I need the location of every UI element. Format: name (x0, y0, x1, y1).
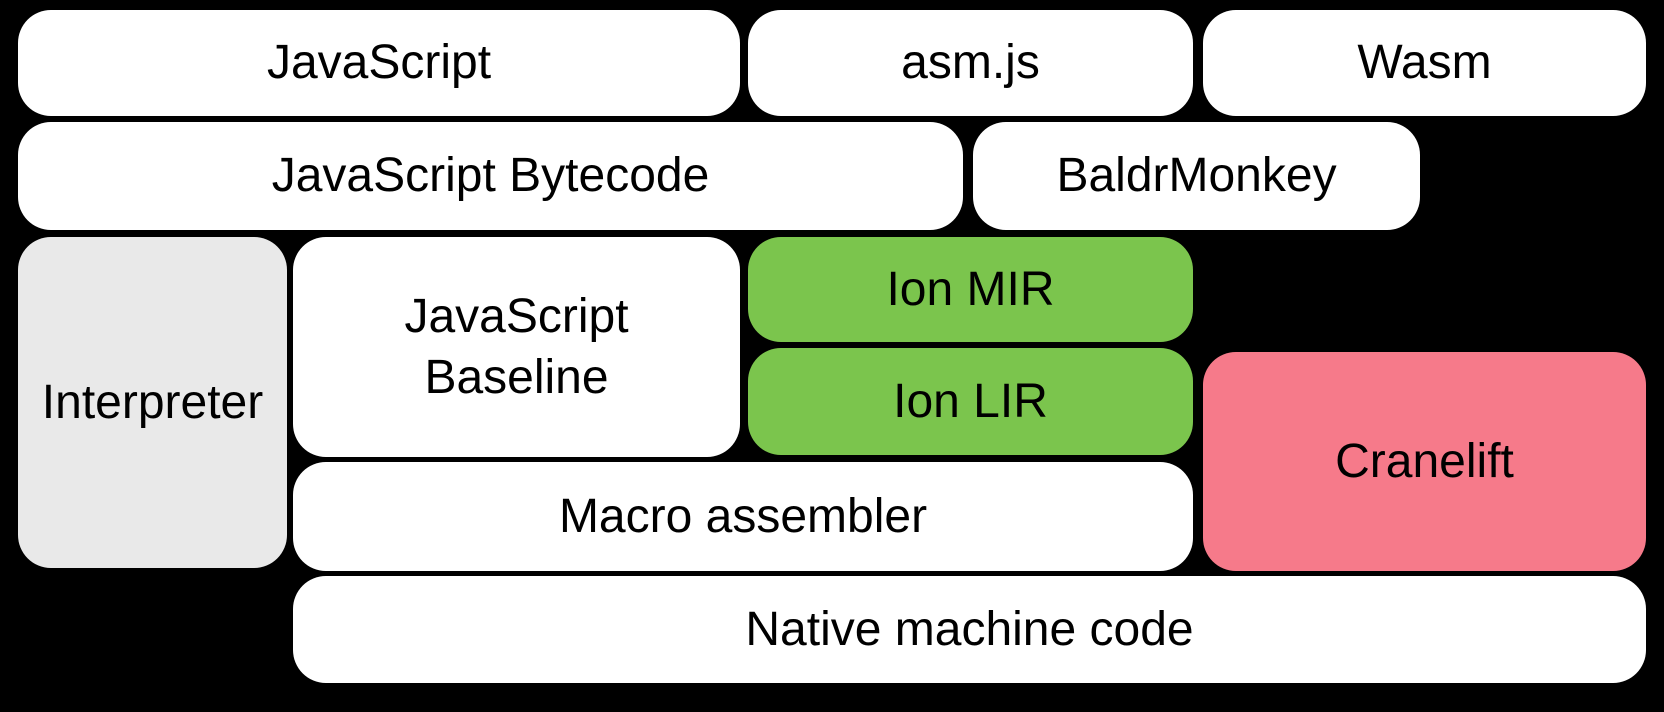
box-wasm: Wasm (1203, 10, 1646, 116)
box-asmjs-label: asm.js (901, 36, 1040, 90)
box-javascript-bytecode: JavaScript Bytecode (18, 122, 963, 230)
box-macro-assembler-label: Macro assembler (558, 489, 928, 543)
box-macro-assembler: Macro assembler (293, 462, 1193, 571)
box-cranelift: Cranelift (1203, 352, 1646, 571)
box-javascript-label: JavaScript (266, 36, 492, 90)
box-native-machine-code-label: Native machine code (745, 602, 1194, 656)
box-javascript-bytecode-label: JavaScript Bytecode (271, 149, 710, 203)
box-cranelift-label: Cranelift (1335, 434, 1514, 488)
box-javascript-baseline: JavaScript Baseline (293, 237, 740, 457)
box-wasm-label: Wasm (1357, 36, 1492, 90)
box-ion-mir-label: Ion MIR (886, 262, 1055, 316)
box-native-machine-code: Native machine code (293, 576, 1646, 683)
box-javascript: JavaScript (18, 10, 740, 116)
box-ion-lir: Ion LIR (748, 348, 1193, 455)
box-baldrmonkey: BaldrMonkey (973, 122, 1420, 230)
box-javascript-baseline-label: JavaScript Baseline (404, 289, 629, 404)
box-ion-lir-label: Ion LIR (893, 374, 1048, 428)
box-ion-mir: Ion MIR (748, 237, 1193, 342)
box-interpreter-label: Interpreter (41, 375, 264, 429)
box-interpreter: Interpreter (18, 237, 287, 568)
box-asmjs: asm.js (748, 10, 1193, 116)
box-baldrmonkey-label: BaldrMonkey (1056, 149, 1337, 203)
